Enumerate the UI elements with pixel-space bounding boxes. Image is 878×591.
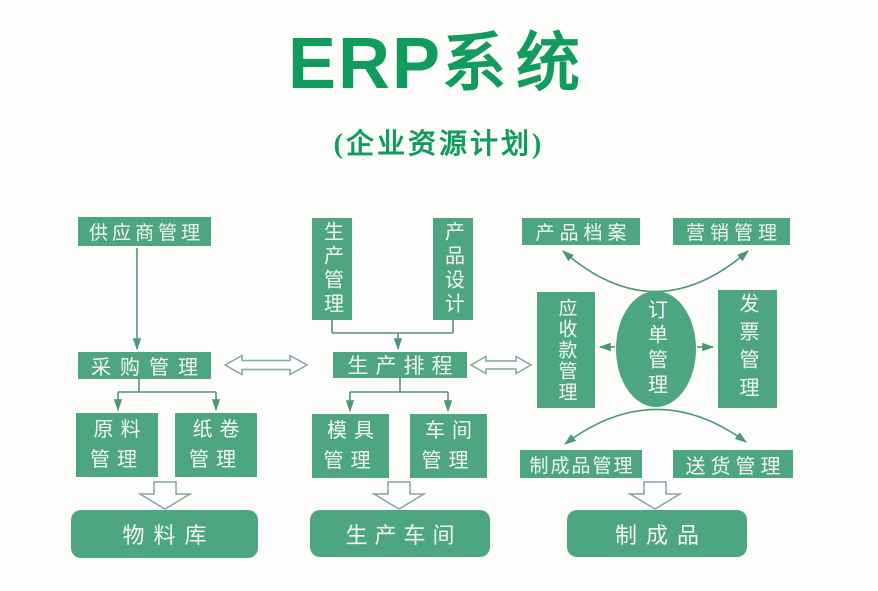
title-cjk: 系统 xyxy=(442,28,591,99)
node-workshop-management: 车间 管理 xyxy=(410,414,487,478)
page-title: ERP系统 xyxy=(0,28,878,100)
node-supplier-management: 供应商管理 xyxy=(78,217,211,246)
arc-order-to-archive-marketing xyxy=(562,250,749,293)
node-receivables-management: 应收款管理 xyxy=(537,292,595,408)
node-purchase-management: 采购管理 xyxy=(78,352,211,379)
node-product-archive: 产品档案 xyxy=(522,218,640,245)
node-raw-material-management: 原料 管理 xyxy=(76,413,158,477)
double-arrow-purchase-schedule xyxy=(223,354,309,376)
title-latin: ERP xyxy=(287,24,443,104)
node-delivery-management: 送货管理 xyxy=(673,450,793,478)
node-order-management-ellipse: 订单管理 xyxy=(616,291,696,407)
down-arrow-to-production-workshop xyxy=(371,481,427,510)
double-arrow-schedule-receivables xyxy=(469,355,533,375)
node-production-workshop: 生产车间 xyxy=(310,510,490,557)
node-mold-management: 模具 管理 xyxy=(312,414,389,478)
node-material-warehouse: 物料库 xyxy=(71,510,258,558)
arc-order-to-finished-delivery xyxy=(564,408,747,445)
down-arrow-to-material-warehouse xyxy=(137,481,193,510)
node-invoice-management: 发票管理 xyxy=(718,290,777,408)
node-marketing-management: 营销管理 xyxy=(673,218,790,245)
bracket-purchase xyxy=(118,379,216,393)
node-production-scheduling: 生产排程 xyxy=(333,352,467,378)
down-arrow-to-finished-goods xyxy=(627,481,683,510)
node-production-management: 生产管理 xyxy=(312,218,352,320)
bracket-schedule xyxy=(350,378,448,393)
node-finished-goods-management: 制成品管理 xyxy=(520,450,642,478)
node-paper-roll-management: 纸卷 管理 xyxy=(175,413,257,477)
node-finished-goods: 制成品 xyxy=(567,510,747,557)
node-product-design: 产品设计 xyxy=(433,218,473,320)
bracket-production xyxy=(331,320,454,334)
page-subtitle: (企业资源计划) xyxy=(333,129,545,160)
